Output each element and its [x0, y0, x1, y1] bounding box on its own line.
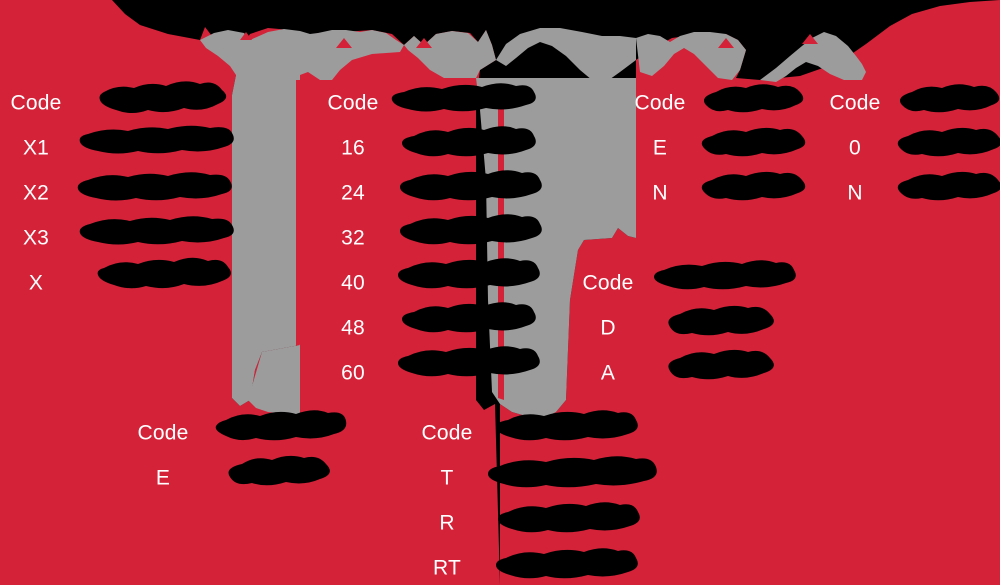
redaction-blob — [701, 127, 806, 157]
column-0n-header: Code — [829, 91, 881, 115]
redaction-blob — [668, 305, 774, 336]
redaction-blob — [496, 410, 638, 441]
redaction-blob — [99, 81, 227, 113]
red-region-right — [500, 0, 1000, 585]
redaction-blob — [398, 258, 540, 289]
code-label-t: T — [440, 466, 454, 490]
redaction-blob — [398, 346, 540, 377]
redaction-blob — [402, 126, 536, 157]
gray-region-top-right-b — [636, 32, 746, 80]
code-label-d: D — [600, 316, 616, 340]
code-label-x: X — [28, 271, 44, 295]
redaction-blob — [215, 410, 347, 441]
column-trt-header: Code — [421, 421, 473, 445]
column-da-header: Code — [582, 271, 634, 295]
code-label-rt: RT — [432, 556, 462, 580]
gray-pillar-center — [476, 78, 636, 420]
redaction-blob — [391, 83, 536, 112]
redaction-blob — [899, 84, 1000, 113]
redaction-blob — [488, 456, 657, 488]
code-label-24: 24 — [341, 181, 365, 205]
code-label-e: E — [652, 136, 668, 160]
code-label-r: R — [439, 511, 455, 535]
gray-region-top-left — [200, 29, 404, 80]
red-notch-left-pillar — [296, 80, 302, 346]
column-bottom-left-header: Code — [137, 421, 189, 445]
red-speckle-d — [718, 38, 734, 48]
redaction-blob — [77, 172, 232, 201]
code-label-48: 48 — [341, 316, 365, 340]
code-label-a: A — [600, 361, 616, 385]
gray-region-top-center — [404, 30, 496, 78]
code-label-n: N — [652, 181, 668, 205]
code-label-x3: X3 — [22, 226, 50, 250]
column-left-header: Code — [10, 91, 62, 115]
redaction-blob — [496, 548, 638, 579]
code-label-60: 60 — [341, 361, 365, 385]
redaction-blob — [400, 214, 542, 245]
redaction-blob — [701, 171, 806, 201]
redaction-blob — [498, 502, 640, 533]
code-label-x2: X2 — [22, 181, 50, 205]
code-label-40: 40 — [341, 271, 365, 295]
redaction-blob — [79, 216, 234, 245]
red-speckle-b — [336, 38, 352, 48]
gray-pillar-left — [232, 75, 300, 406]
redaction-blob — [402, 302, 536, 333]
redaction-blob — [400, 170, 542, 201]
red-region-center — [300, 30, 500, 585]
redaction-blob — [97, 257, 231, 289]
code-label-x1: X1 — [22, 136, 50, 160]
redaction-blob — [897, 127, 1000, 157]
column-middle-header: Code — [327, 91, 379, 115]
code-label-0: 0 — [849, 136, 861, 160]
red-speckle-a — [240, 32, 252, 40]
gray-region-top-far-right — [760, 32, 866, 82]
code-label-32: 32 — [341, 226, 365, 250]
redaction-blob — [228, 455, 330, 486]
redaction-blob — [668, 349, 774, 380]
redaction-blob — [703, 84, 804, 113]
redaction-blob — [79, 125, 234, 154]
redaction-blob — [897, 171, 1000, 201]
redaction-blob — [654, 260, 796, 290]
code-label-n2: N — [847, 181, 863, 205]
red-speckle-e — [802, 34, 818, 44]
code-label-bottom-e: E — [155, 466, 171, 490]
gray-pillar-left-stem — [248, 345, 300, 420]
code-label-16: 16 — [341, 136, 365, 160]
gray-region-top-right-a — [496, 28, 636, 82]
red-speckle-c — [416, 38, 432, 48]
column-en-header: Code — [634, 91, 686, 115]
